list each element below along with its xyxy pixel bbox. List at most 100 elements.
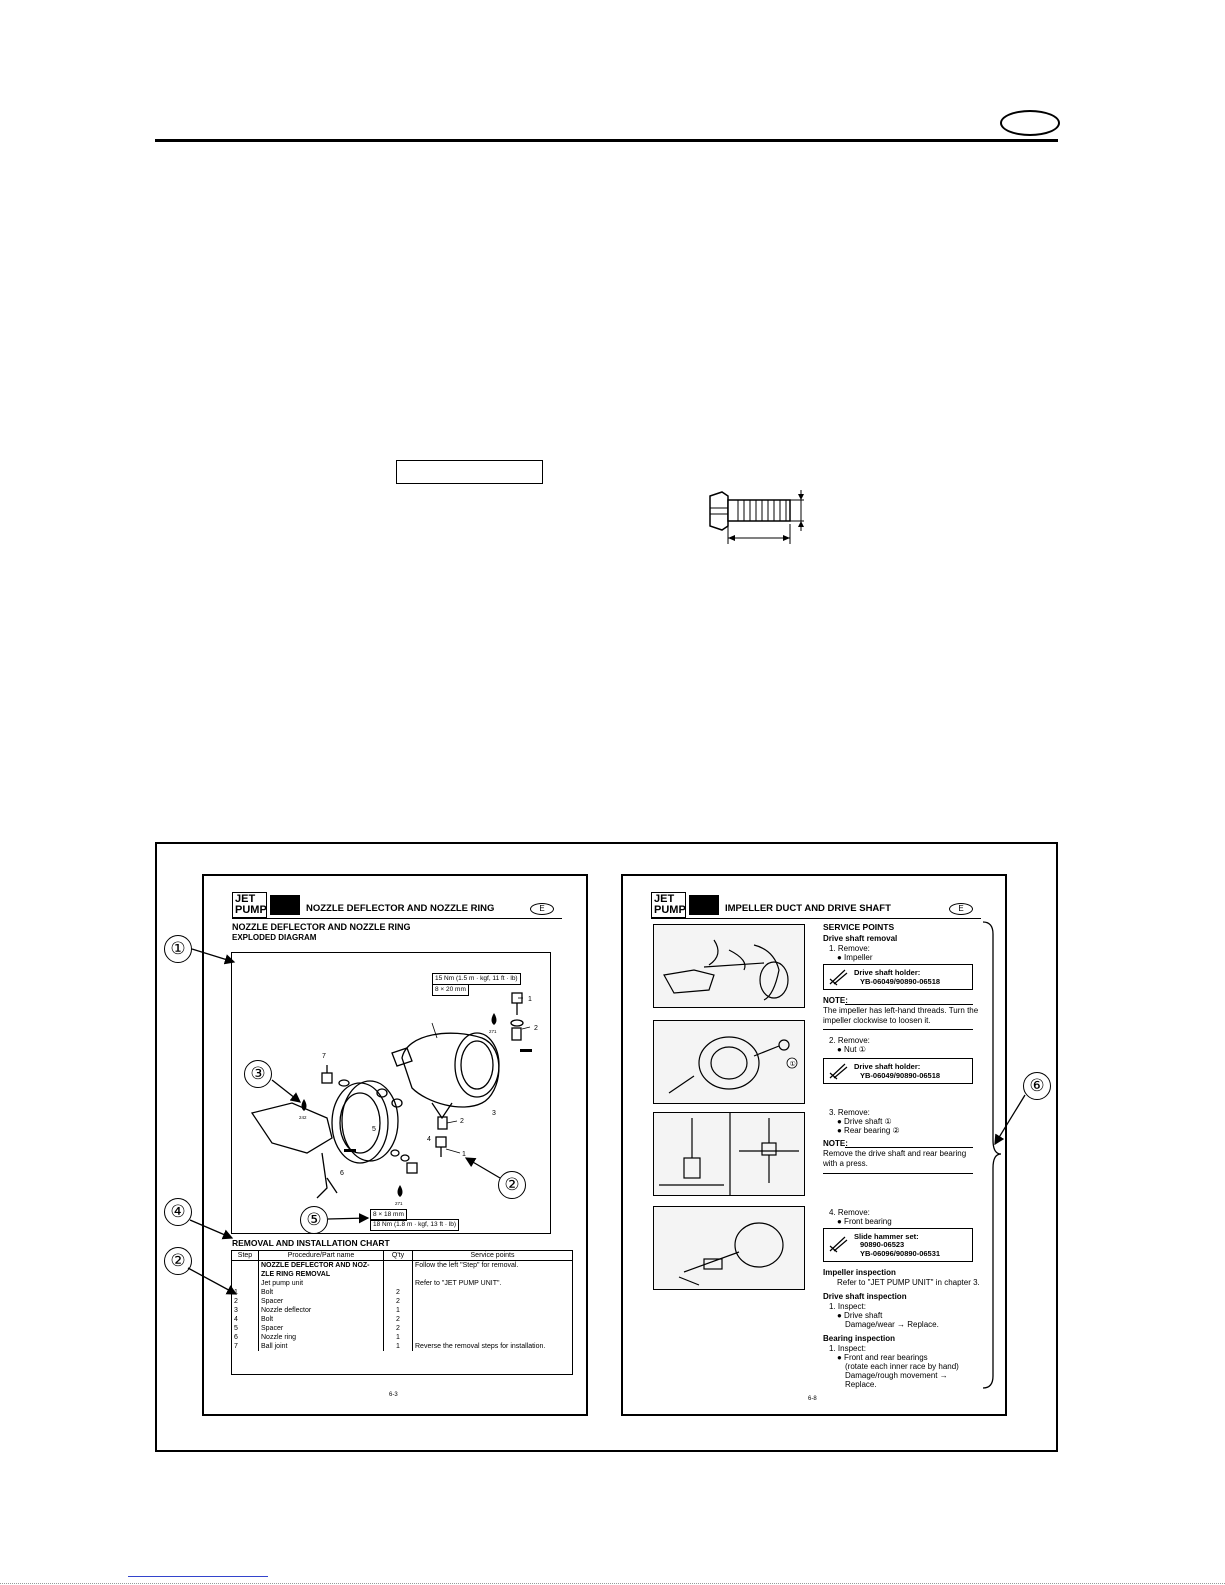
bolt-dimension-icon (709, 490, 804, 544)
note1-bottom-rule (823, 1029, 973, 1030)
dsi-result: Damage/wear → Replace. (845, 1320, 939, 1329)
tool-box-drive-shaft-holder-1: Drive shaft holder: YB-06049/90890-06518 (823, 964, 973, 990)
photo-marker: ① (790, 1060, 796, 1068)
loctite-label-3: 271 (395, 1201, 403, 1206)
photo-nut-removal: ① (653, 1020, 805, 1104)
part-number-2-bottom: 2 (460, 1118, 464, 1125)
callout-5: ⑤ (300, 1206, 328, 1234)
note2-rule (845, 1147, 973, 1148)
part-number-7: 7 (322, 1053, 326, 1060)
part-number-1-top: 1 (528, 996, 532, 1003)
part-number-6: 6 (340, 1170, 344, 1177)
right-lang-oval: E (949, 903, 973, 915)
photo-impeller-removal (653, 924, 805, 1008)
impeller-inspection-text: Refer to "JET PUMP UNIT" in chapter 3. (837, 1278, 980, 1287)
drive-shaft-removal-heading: Drive shaft removal (823, 934, 898, 943)
service-points-title: SERVICE POINTS (823, 922, 895, 932)
jet-pump-tag: JET PUMP (651, 892, 686, 918)
note2-bottom-rule (823, 1173, 973, 1174)
empty-label-box (396, 460, 543, 484)
tool-box-drive-shaft-holder-2: Drive shaft holder: YB-06049/90890-06518 (823, 1058, 973, 1084)
callout-6: ⑥ (1023, 1072, 1051, 1100)
section-brace (982, 921, 1002, 1389)
left-manual-page: JET PUMP NOZZLE DEFLECTOR AND NOZZLE RIN… (202, 874, 588, 1416)
callout-1: ① (164, 935, 192, 963)
note1-rule (845, 1004, 973, 1005)
note2-text-line1: Remove the drive shaft and rear bearing (823, 1149, 967, 1158)
step3-text: 3. Remove: (829, 1108, 870, 1117)
col-qty: Q'ty (383, 1251, 413, 1261)
nut-removal-illustration: ① (668, 1036, 798, 1094)
note1-text-line2: impeller clockwise to loosen it. (823, 1016, 931, 1025)
right-page-number: 6-8 (808, 1396, 817, 1402)
step4-text: 4. Remove: (829, 1208, 870, 1217)
removal-installation-table: Step Procedure/Part name Q'ty Service po… (231, 1250, 573, 1375)
note2-label: NOTE: (823, 1139, 848, 1148)
left-lang-oval: E (530, 903, 554, 915)
footer-link-underline (128, 1576, 268, 1577)
tool2-code: YB-06049/90890-06518 (860, 1071, 941, 1080)
left-header-rule (232, 918, 562, 919)
special-tool-icon (829, 969, 848, 986)
front-bearing-illustration (678, 1222, 784, 1286)
size-spec-bottom: 8 × 18 mm (370, 1209, 407, 1221)
step3-item2: ● Rear bearing ② (837, 1126, 900, 1135)
bi-step: 1. Inspect: (829, 1344, 866, 1353)
photo-front-bearing-removal (653, 1206, 805, 1290)
part-number-4: 4 (427, 1136, 431, 1143)
right-page-header: IMPELLER DUCT AND DRIVE SHAFT (725, 903, 891, 914)
pump-icon (689, 895, 719, 915)
step1-text: 1. Remove: (829, 944, 870, 953)
tool2-name: Drive shaft holder: (854, 1062, 921, 1071)
tool-box-slide-hammer: Slide hammer set: 90890-06523 YB-06096/9… (823, 1228, 973, 1262)
language-oval (1000, 110, 1060, 136)
step3-item1: ● Drive shaft ① (837, 1117, 892, 1126)
size-spec-top: 8 × 20 mm (432, 984, 469, 996)
nozzle-assembly-drawing: 1 2 3 2 1 4 5 6 7 271 242 271 (250, 992, 538, 1206)
torque-spec-bottom: 18 Nm (1.8 m · kgf, 13 ft · lb) (370, 1219, 460, 1231)
impeller-removal-illustration (663, 939, 789, 1001)
torque-spec-top: 15 Nm (1.5 m · kgf, 11 ft · lb) (432, 973, 521, 985)
special-tool-icon (829, 1236, 848, 1253)
bi-result-2: Replace. (845, 1380, 877, 1389)
page-bottom-edge (0, 1583, 1225, 1585)
bi-note: (rotate each inner race by hand) (845, 1362, 959, 1371)
part-number-3: 3 (492, 1110, 496, 1117)
impeller-inspection-heading: Impeller inspection (823, 1268, 896, 1277)
special-tool-icon (829, 1063, 848, 1080)
part-number-5: 5 (372, 1126, 376, 1133)
tool3-code1: 90890-06523 (860, 1240, 905, 1249)
pump-icon (270, 895, 300, 915)
bearing-inspection-heading: Bearing inspection (823, 1334, 896, 1343)
left-page-number: 6-3 (389, 1392, 398, 1398)
jet-pump-tag: JET PUMP (232, 892, 267, 918)
col-service-points: Service points (412, 1251, 572, 1261)
table-row: NOZZLE DEFLECTOR AND NOZ-Follow the left… (232, 1260, 572, 1270)
drive-shaft-press-illustration (659, 1113, 799, 1195)
illustration-frame (155, 842, 1058, 1452)
exploded-diagram: 15 Nm (1.5 m · kgf, 11 ft · lb) 8 × 20 m… (231, 952, 551, 1234)
step1-item: ● Impeller (837, 953, 873, 962)
part-number-2-top: 2 (534, 1025, 538, 1032)
note1-text-line1: The impeller has left-hand threads. Turn… (823, 1006, 979, 1015)
chart-title: REMOVAL AND INSTALLATION CHART (232, 1238, 390, 1248)
right-manual-page: JET PUMP IMPELLER DUCT AND DRIVE SHAFT E (621, 874, 1007, 1416)
table-row: ZLE RING REMOVAL (232, 1270, 572, 1279)
header-rule (155, 139, 1058, 142)
note2-text-line2: with a press. (823, 1159, 868, 1168)
callout-4: ④ (164, 1198, 192, 1226)
left-page-subtitle: EXPLODED DIAGRAM (232, 933, 317, 942)
col-procedure: Procedure/Part name (258, 1251, 384, 1261)
part-number-1-bottom: 1 (462, 1151, 466, 1158)
dsi-item: ● Drive shaft (837, 1311, 883, 1320)
photo-drive-shaft-press (653, 1112, 805, 1196)
tool3-code2: YB-06096/90890-06531 (860, 1249, 941, 1258)
